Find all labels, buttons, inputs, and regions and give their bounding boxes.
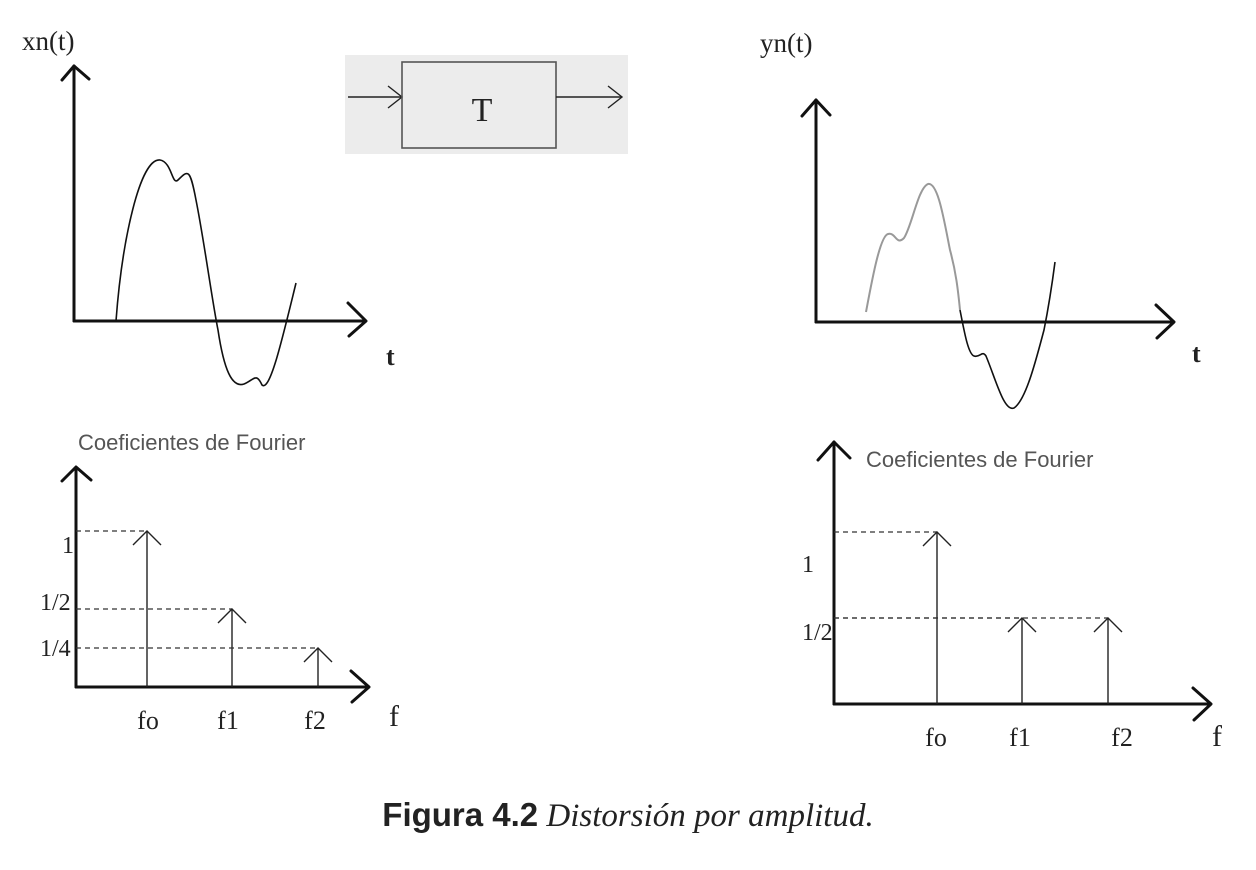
output-t-axis-arrowhead	[1154, 303, 1176, 340]
input-spectrum-y-axis-arrowhead	[60, 465, 93, 483]
input-t-axis-arrowhead	[346, 301, 368, 338]
output-spectrum-f-label: f	[1212, 720, 1222, 753]
input-level-label-quarter: 1/4	[40, 636, 71, 662]
output-spectral-arrowhead-1	[1007, 617, 1037, 633]
output-arrowhead	[607, 85, 624, 109]
output-freq-label-f1: f1	[1009, 723, 1031, 752]
output-time-plot: yn(t) t	[760, 28, 1201, 409]
output-y-axis-arrowhead	[800, 98, 832, 118]
output-spectral-arrowhead-0	[922, 531, 952, 547]
input-spectrum-f-label: f	[389, 700, 399, 733]
output-waveform	[865, 183, 961, 313]
input-waveform	[115, 159, 297, 387]
output-freq-label-fo: fo	[925, 723, 947, 752]
input-y-axis-label: xn(t)	[22, 26, 74, 56]
input-spectrum-f-axis-arrowhead	[349, 669, 371, 704]
output-level-label-1: 1	[802, 552, 814, 578]
input-level-label-half: 1/2	[40, 590, 71, 616]
output-level-label-half: 1/2	[802, 620, 833, 646]
output-freq-label-f2: f2	[1111, 723, 1133, 752]
output-spectrum-y-axis-arrowhead	[816, 440, 852, 462]
input-y-axis-arrowhead	[60, 64, 91, 82]
input-time-plot: xn(t) t	[22, 26, 395, 387]
output-spectrum-f-axis-arrowhead	[1191, 686, 1213, 722]
input-freq-label-f2: f2	[304, 706, 326, 735]
caption-text: Distorsión por amplitud.	[546, 798, 874, 834]
input-freq-label-f1: f1	[217, 706, 239, 735]
input-spectrum-title: Coeficientes de Fourier	[78, 430, 305, 455]
output-waveform-lower	[959, 261, 1056, 409]
system-block-diagram: T	[345, 55, 628, 154]
input-spectrum-lines	[76, 530, 333, 687]
caption-number: Figura 4.2	[382, 796, 539, 833]
output-spectrum-plot: Coeficientes de Fourier f fo f1 f2 1 1/2	[802, 440, 1222, 753]
input-level-label-1: 1	[62, 533, 74, 559]
output-spectrum-title: Coeficientes de Fourier	[866, 447, 1093, 472]
output-t-axis-label: t	[1192, 339, 1201, 368]
system-block-label: T	[472, 92, 493, 129]
output-spectral-arrowhead-2	[1093, 617, 1123, 633]
input-spectrum-plot: Coeficientes de Fourier f fo f1 f2 1 1/2…	[40, 430, 399, 735]
input-freq-label-fo: fo	[137, 706, 159, 735]
system-block	[401, 61, 557, 149]
output-spectrum-lines	[834, 531, 1123, 704]
output-y-axis-label: yn(t)	[760, 28, 812, 58]
input-spectral-arrowhead-1	[217, 608, 247, 624]
input-t-axis-label: t	[386, 342, 395, 371]
figure-caption: Figura 4.2 Distorsión por amplitud.	[0, 796, 1256, 835]
input-spectral-arrowhead-0	[132, 530, 162, 546]
input-spectral-arrowhead-2	[303, 647, 333, 663]
